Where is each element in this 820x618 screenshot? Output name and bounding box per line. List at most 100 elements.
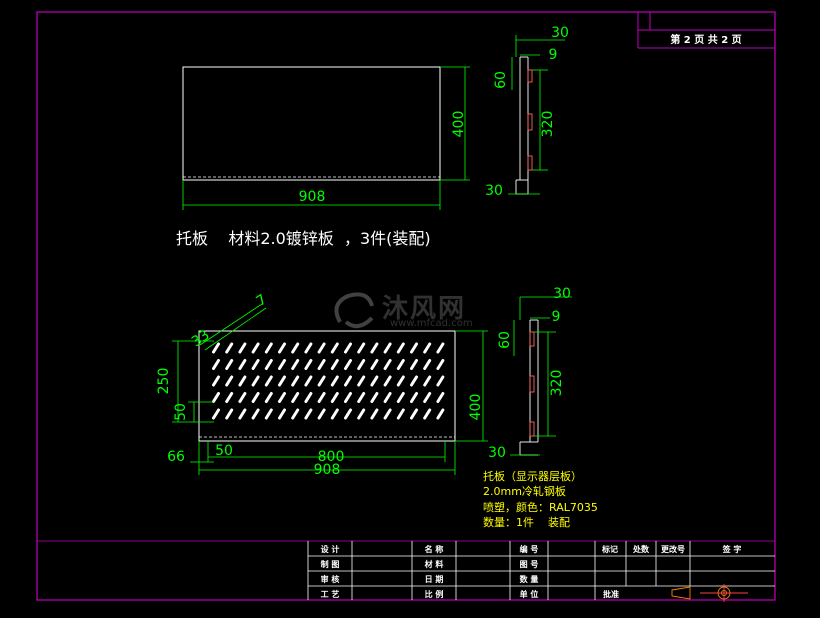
dim-bottom-side-60: 60 <box>497 331 513 349</box>
title-block-label: 编 号 <box>520 544 539 554</box>
slot-hole <box>357 359 366 370</box>
slot-hole <box>291 359 300 370</box>
dim-top-width: 908 <box>299 189 326 205</box>
slot-hole <box>436 342 445 354</box>
slot-hole <box>396 342 405 354</box>
bottom-side-view <box>519 319 539 456</box>
slot-hole <box>225 392 234 403</box>
slot-hole <box>304 375 313 387</box>
slot-hole <box>278 408 286 420</box>
dim-top-side-30-bottom: 30 <box>485 183 503 199</box>
slot-hole <box>251 359 260 370</box>
slot-hole <box>370 392 379 403</box>
slot-hole <box>344 342 352 354</box>
slot-hole <box>238 408 247 420</box>
dim-bottom-250: 250 <box>156 368 172 395</box>
slot-hole <box>251 392 260 403</box>
title-block-label: 数 量 <box>520 574 539 584</box>
slot-hole <box>225 375 234 387</box>
projection-symbol-icon <box>671 584 748 602</box>
top-side-view <box>515 56 533 195</box>
title-block-label: 图 号 <box>520 560 539 569</box>
dim-bottom-side-30-top: 30 <box>553 286 571 302</box>
top-side-dimensions <box>508 35 565 195</box>
note-line-4: 数量：1件 装配 <box>483 516 570 529</box>
slot-hole <box>251 375 260 387</box>
slot-hole <box>410 359 418 370</box>
title-block-label: 批准 <box>603 589 619 599</box>
slot-hole <box>330 375 339 387</box>
note-line-3: 喷塑，颜色：RAL7035 <box>483 500 598 514</box>
slot-hole <box>238 342 247 354</box>
slot-hole <box>436 375 445 387</box>
slot-hole <box>410 392 418 403</box>
dim-bottom-7: 7 <box>254 292 270 310</box>
watermark-logo-icon <box>334 292 374 329</box>
note-line-2: 2.0mm冷轧钢板 <box>483 484 566 498</box>
top-plate-outline <box>182 66 441 181</box>
slot-hole <box>225 342 234 354</box>
title-block-label: 名 称 <box>425 544 444 554</box>
slot-hole <box>423 375 432 387</box>
slot-hole <box>212 359 220 370</box>
slot-hole <box>330 342 339 354</box>
slot-hole <box>370 342 379 354</box>
slot-hole <box>278 342 286 354</box>
slot-hole <box>304 342 313 354</box>
slot-hole <box>291 375 300 387</box>
slot-hole <box>357 342 366 354</box>
title-block-label: 标记 <box>601 544 618 554</box>
slot-hole <box>423 359 432 370</box>
top-view-title: 托板 材料2.0镀锌板 ，3件(装配) <box>176 229 431 248</box>
slot-hole <box>264 342 273 354</box>
slot-hole <box>383 392 392 403</box>
slot-hole <box>330 408 339 420</box>
slot-hole <box>264 359 273 370</box>
dim-top-side-320: 320 <box>540 111 556 138</box>
slot-hole <box>212 408 220 420</box>
slot-hole <box>317 375 326 387</box>
slot-hole <box>436 392 445 403</box>
title-block-label: 审 核 <box>321 574 340 584</box>
perforated-plate-outline <box>198 330 456 442</box>
perforated-plate-dimensions <box>172 303 488 475</box>
slot-hole <box>304 359 313 370</box>
title-block-labels: 设 计制 图审 核工 艺名 称材 料日 期比 例编 号图 号数 量单 位标记处数… <box>321 544 742 599</box>
dim-bottom-side-320: 320 <box>549 370 565 397</box>
title-block-grid <box>37 540 775 600</box>
slot-hole <box>344 408 352 420</box>
slot-hole <box>383 375 392 387</box>
slot-hole <box>396 375 405 387</box>
page-info: 第 2 页 共 2 页 <box>670 33 741 46</box>
dim-bottom-50-left: 50 <box>173 403 189 421</box>
slot-hole <box>436 408 445 420</box>
dim-bottom-800: 800 <box>318 449 345 465</box>
dim-bottom-50: 50 <box>215 443 233 459</box>
top-plate-dimensions <box>182 66 470 210</box>
slot-hole <box>264 375 273 387</box>
slot-hole <box>396 359 405 370</box>
slot-hole <box>317 342 326 354</box>
slot-hole <box>410 375 418 387</box>
slot-hole <box>251 408 260 420</box>
slot-hole <box>264 408 273 420</box>
slot-hole <box>357 392 366 403</box>
slot-hole <box>330 392 339 403</box>
slot-hole <box>410 342 418 354</box>
title-block-label: 处数 <box>632 544 650 554</box>
slot-hole <box>370 408 379 420</box>
title-block-label: 更改号 <box>661 544 685 554</box>
title-block-label: 签 字 <box>722 544 742 554</box>
drawing-frame <box>36 11 776 601</box>
dim-bottom-908: 908 <box>314 462 341 478</box>
slot-hole <box>212 392 220 403</box>
slot-hole <box>423 342 432 354</box>
watermark-url: www.mfcad.com <box>390 318 473 329</box>
slot-hole <box>396 392 405 403</box>
slot-hole <box>278 392 286 403</box>
title-block-label: 设 计 <box>321 544 340 554</box>
slot-hole <box>225 359 234 370</box>
slot-hole <box>423 408 432 420</box>
slot-hole <box>423 392 432 403</box>
